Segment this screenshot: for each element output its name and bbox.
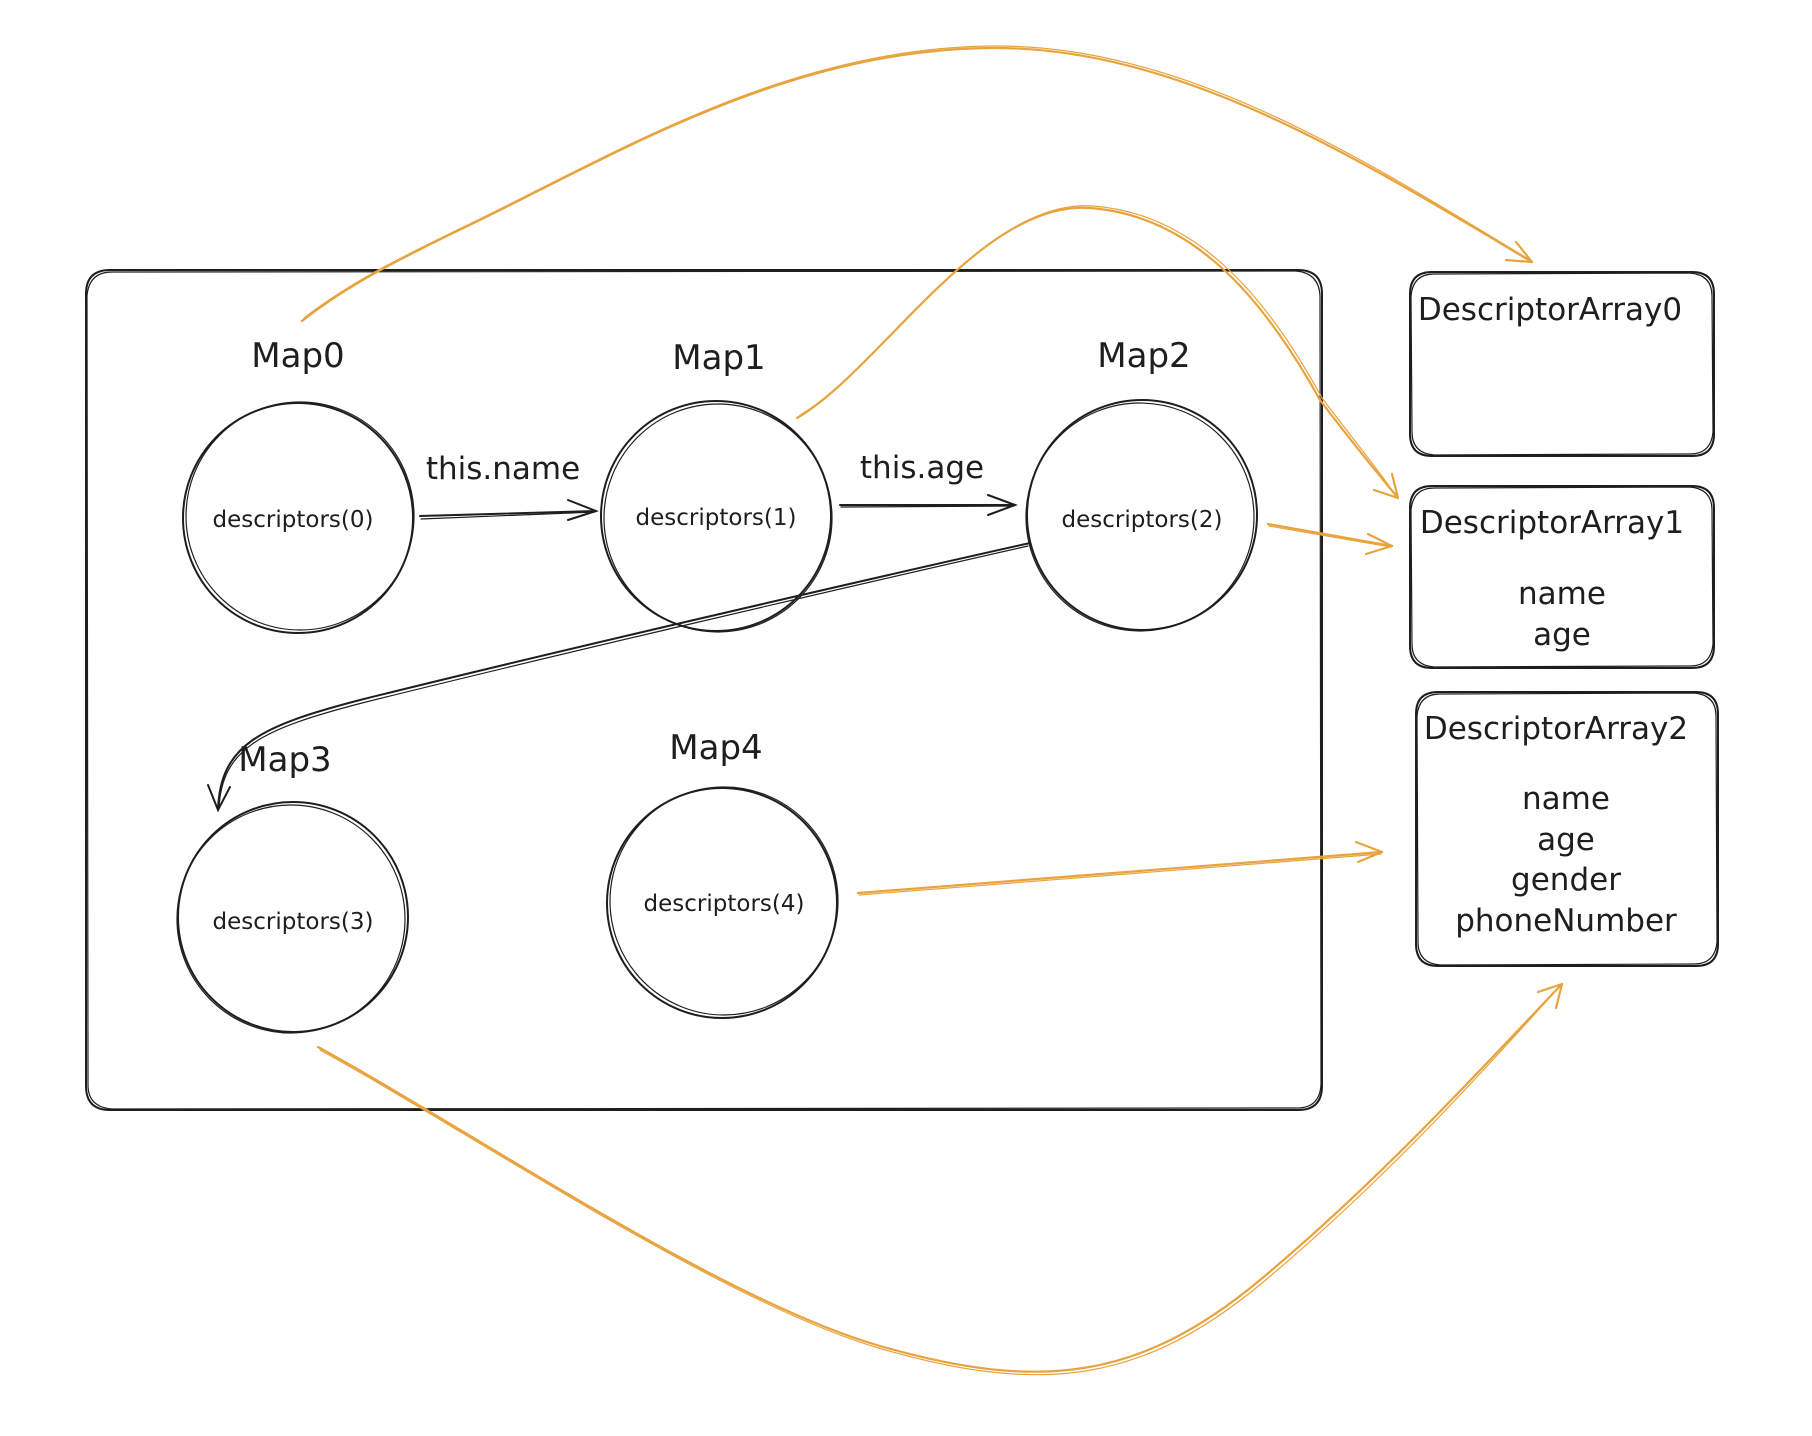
map-label: Map1 bbox=[672, 338, 765, 378]
reference-map1-da1 bbox=[795, 205, 1400, 500]
transition-map1-map2: this.age bbox=[839, 450, 1018, 516]
descriptor-array-item: gender bbox=[1511, 862, 1621, 898]
map-label: Map4 bbox=[669, 728, 762, 768]
descriptor-array-0[interactable]: DescriptorArray0 bbox=[1409, 271, 1715, 457]
descriptor-array-2[interactable]: DescriptorArray2 name age gender phoneNu… bbox=[1415, 691, 1719, 967]
descriptor-array-item: phoneNumber bbox=[1455, 903, 1677, 939]
map-label: Map0 bbox=[251, 336, 344, 376]
descriptor-label: descriptors(4) bbox=[644, 891, 805, 917]
descriptor-label: descriptors(3) bbox=[213, 909, 374, 935]
descriptor-array-item: name bbox=[1518, 576, 1606, 612]
descriptor-array-title: DescriptorArray1 bbox=[1420, 505, 1684, 541]
map-node-3[interactable]: Map3 descriptors(3) bbox=[176, 740, 409, 1034]
reference-map0-da0 bbox=[300, 45, 1534, 323]
map-node-4[interactable]: Map4 descriptors(4) bbox=[606, 728, 839, 1019]
reference-map4-da2 bbox=[856, 840, 1384, 896]
map-node-0[interactable]: Map0 descriptors(0) bbox=[182, 336, 415, 634]
map-label: Map2 bbox=[1097, 336, 1190, 376]
map-node-2[interactable]: Map2 descriptors(2) bbox=[1025, 336, 1258, 632]
map-label: Map3 bbox=[238, 740, 331, 780]
map-group-container bbox=[85, 269, 1323, 1111]
descriptor-array-1[interactable]: DescriptorArray1 name age bbox=[1409, 485, 1715, 669]
transition-map0-map1: this.name bbox=[419, 451, 599, 521]
descriptor-label: descriptors(1) bbox=[636, 505, 797, 531]
descriptor-label: descriptors(0) bbox=[213, 507, 374, 533]
descriptor-array-item: name bbox=[1522, 781, 1610, 817]
reference-map3-da2 bbox=[316, 982, 1564, 1376]
descriptor-label: descriptors(2) bbox=[1062, 507, 1223, 533]
transition-map2-map3 bbox=[207, 542, 1031, 813]
descriptor-array-title: DescriptorArray2 bbox=[1424, 711, 1688, 747]
descriptor-array-item: age bbox=[1533, 617, 1591, 653]
transition-label: this.name bbox=[426, 451, 580, 487]
map-node-1[interactable]: Map1 descriptors(1) bbox=[600, 338, 833, 633]
reference-map2-da1 bbox=[1266, 522, 1394, 556]
descriptor-array-title: DescriptorArray0 bbox=[1418, 292, 1682, 328]
transition-label: this.age bbox=[860, 450, 984, 486]
descriptor-array-item: age bbox=[1537, 822, 1595, 858]
